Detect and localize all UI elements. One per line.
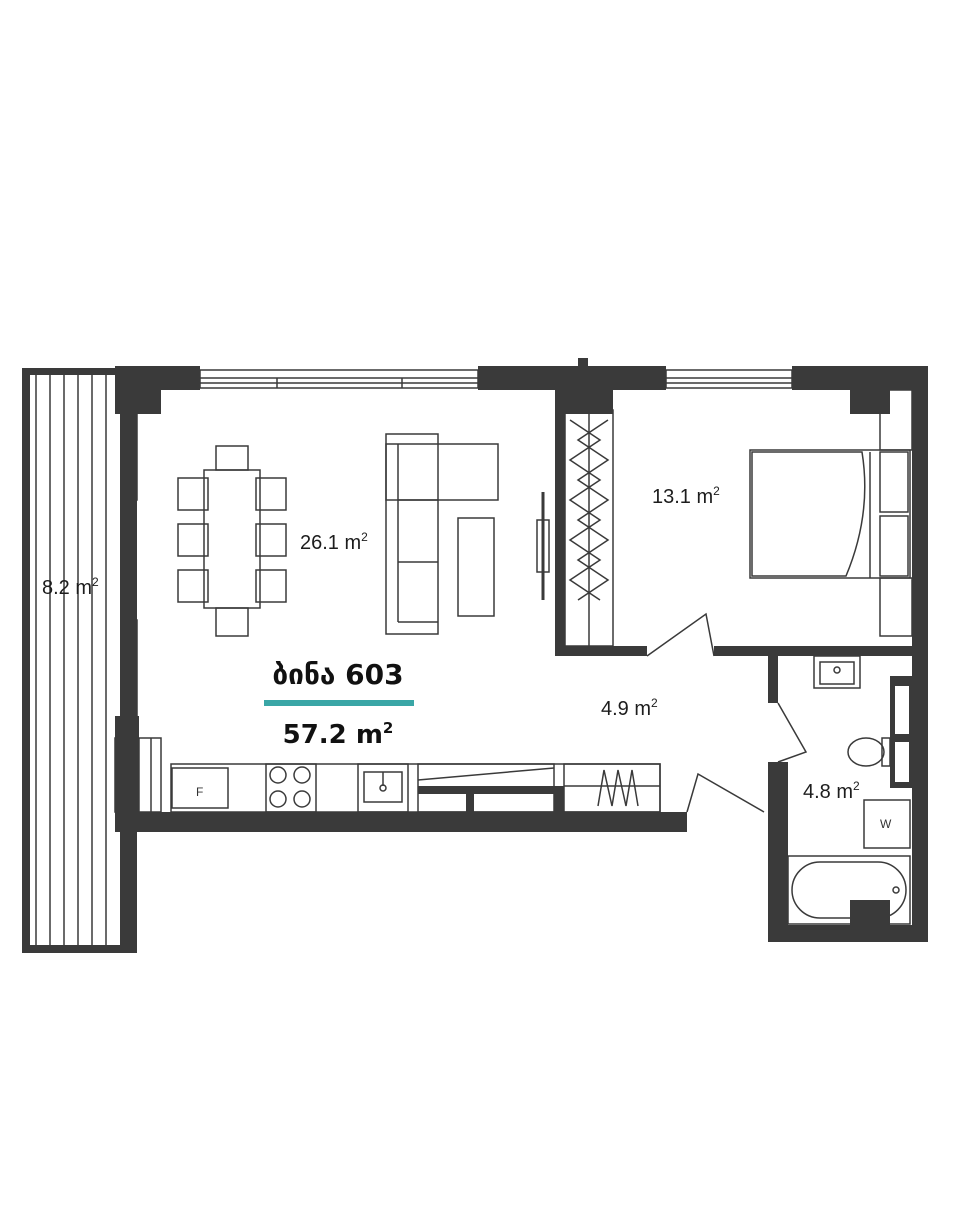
windows [126,369,793,717]
bedroom-area: 13.1 m2 [652,484,720,508]
balcony-deck-slats [35,375,107,945]
kitchen-counter [114,737,661,813]
apartment-total-area: 57.2 m2 [283,719,394,750]
bathroom-sink [813,655,861,689]
bathroom-area: 4.8 m2 [803,779,860,803]
fridge-label: F [196,785,203,799]
balcony-area: 8.2 m2 [42,575,99,599]
tv-unit [536,492,550,600]
washer-label: W [880,817,892,831]
balcony [22,368,137,953]
sofa [385,433,499,635]
doors [646,612,808,813]
apartment-title: ბინა 603 [272,658,403,691]
dining-table [177,445,287,637]
wardrobe [564,409,614,647]
hall-area: 4.9 m2 [601,696,658,720]
washer: W [863,799,911,849]
kitchen-cabinets [417,763,661,813]
kitchen-sink [357,763,409,813]
bed [749,389,913,637]
fridge: F [171,767,229,809]
toilet [847,737,891,767]
living-room-area: 26.1 m2 [300,530,368,554]
apartment-accent-bar [264,700,414,706]
coffee-table [457,517,495,617]
cooktop [265,763,317,813]
bathtub [787,855,911,925]
bath-cabinets [895,686,909,782]
